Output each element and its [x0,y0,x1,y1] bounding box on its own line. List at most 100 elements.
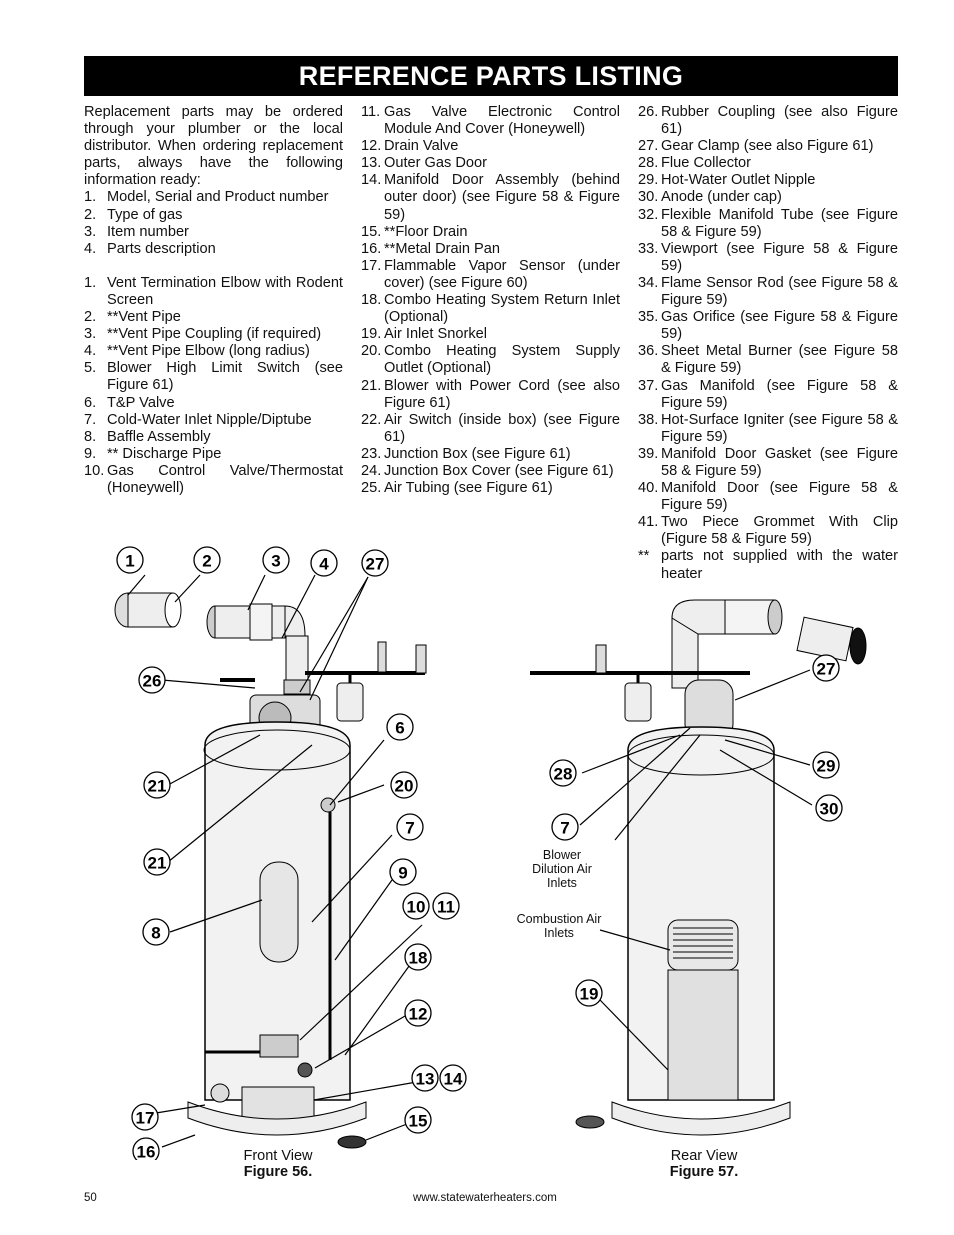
item-text: Air Switch (inside box) (see Figure 61) [384,411,620,445]
callout-number: 29 [817,757,836,776]
item-number: 4. [84,343,97,360]
item-number: 11. [361,104,381,120]
callout-circle [404,943,432,971]
list-item: 13.Outer Gas Door [361,155,620,172]
list-item: 21.Blower with Power Cord (see also Figu… [361,378,620,412]
item-number: 22. [361,411,382,428]
callout-10: 10 [402,892,430,920]
list-item: 41.Two Piece Grommet With Clip (Figure 5… [638,514,898,548]
list-item: 15.**Floor Drain [361,224,620,241]
list-item: 27.Gear Clamp (see also Figure 61) [638,138,898,155]
item-text: **Vent Pipe Coupling (if required) [107,326,322,343]
callout-number: 15 [409,1112,428,1131]
parts-column-2: 11.Gas Valve Electronic Control Module A… [361,104,620,497]
callout-circle [432,892,460,920]
callout-circle [402,892,430,920]
combustion-air-note: Combustion Air Inlets [516,912,602,940]
item-text: Blower High Limit Switch (see Figure 61) [107,360,343,394]
item-number: 14. [361,172,382,189]
item-text: Type of gas [107,206,183,223]
item-text: Rubber Coupling (see also Figure 61) [661,104,898,138]
list-item: 1.Vent Termination Elbow with Rodent Scr… [84,275,343,309]
list-item: 28.Flue Collector [638,155,898,172]
callout-number: 9 [398,864,407,883]
list-item: 24.Junction Box Cover (see Figure 61) [361,463,620,480]
item-text: Manifold Door (see Figure 58 & Figure 59… [661,480,898,514]
callout-circle [575,979,603,1007]
callout-circle [132,1137,160,1160]
callout-circle [812,654,840,682]
drain-pan-illustration [187,1101,367,1149]
item-number: 39. [638,445,659,462]
list-item: 7.Cold-Water Inlet Nipple/Diptube [84,412,343,429]
callout-number: 16 [137,1143,156,1161]
callout-circle [389,858,417,886]
item-text: Gas Control Valve/Thermostat (Honeywell) [107,462,343,496]
item-number: 3. [84,326,97,343]
callout-3: 3 [262,546,290,574]
item-text: Hot-Surface Igniter (see Figure 58 & Fig… [661,411,898,445]
callout-circle [439,1064,467,1092]
callout-number: 11 [437,898,455,917]
item-text: Manifold Door Assembly (behind outer doo… [384,172,620,223]
callout-number: 7 [560,819,569,838]
item-text: Outer Gas Door [384,155,488,172]
list-item: 8. Baffle Assembly [84,429,343,446]
list-item: 6.T&P Valve [84,395,343,412]
parts-column-1: Replacement parts may be ordered through… [84,104,343,497]
item-number: 21. [361,377,382,394]
item-text: **Vent Pipe [107,309,181,326]
item-text: Item number [107,223,189,240]
item-text: Parts description [107,240,216,257]
callout-number: 4 [319,555,329,574]
list-item: 29.Hot-Water Outlet Nipple [638,172,898,189]
callout-2: 2 [193,546,221,574]
callout-circle [142,918,170,946]
callout-circle [262,546,290,574]
callout-27: 27 [812,654,840,682]
parts-list-3: 26.Rubber Coupling (see also Figure 61)2… [638,104,898,583]
item-number: 28. [638,155,659,172]
item-text: **Floor Drain [384,223,468,240]
item-number: 2. [84,206,97,223]
callout-number: 30 [820,800,839,819]
figure-56-leaders [127,574,429,1148]
item-text: Vent Termination Elbow with Rodent Scree… [107,274,343,308]
item-text: Viewport (see Figure 58 & Figure 59) [661,240,898,274]
callout-11: 11 [432,892,460,920]
item-number: 15. [361,223,382,240]
list-item: 14.Manifold Door Assembly (behind outer … [361,172,620,223]
page-title: REFERENCE PARTS LISTING [298,60,684,91]
item-number: 38. [638,411,659,428]
callout-number: 14 [444,1070,463,1089]
list-item: 9.** Discharge Pipe [84,446,343,463]
figure-57-leaders [579,669,813,1071]
callout-7: 7 [551,813,579,841]
parts-list-2: 11.Gas Valve Electronic Control Module A… [361,104,620,497]
list-item: 17.Flammable Vapor Sensor (under cover) … [361,258,620,292]
item-number: 37. [638,377,659,394]
list-item: 16.**Metal Drain Pan [361,241,620,258]
item-number: 33. [638,240,659,257]
item-text: Flammable Vapor Sensor (under cover) (se… [384,257,620,291]
callout-14: 14 [439,1064,467,1092]
callout-circle [131,1103,159,1131]
list-item: 3. **Vent Pipe Coupling (if required) [84,326,343,343]
parts-column-3: 26.Rubber Coupling (see also Figure 61)2… [638,104,898,583]
item-number: 8. [84,428,97,445]
callout-circle [551,813,579,841]
item-text: Sheet Metal Burner (see Figure 58 & Figu… [661,343,898,377]
list-item: 36.Sheet Metal Burner (see Figure 58 & F… [638,343,898,377]
item-number: 26. [638,104,659,120]
item-number: 30. [638,189,659,206]
list-item: 39.Manifold Door Gasket (see Figure 58 &… [638,446,898,480]
item-number: 20. [361,343,382,360]
footer-url: www.statewaterheaters.com [413,1192,557,1204]
callout-21: 21 [143,771,171,799]
item-text: Baffle Assembly [107,428,211,445]
item-text: **Vent Pipe Elbow (long radius) [107,343,310,360]
callout-number: 17 [136,1109,155,1128]
callout-number: 19 [580,985,599,1004]
